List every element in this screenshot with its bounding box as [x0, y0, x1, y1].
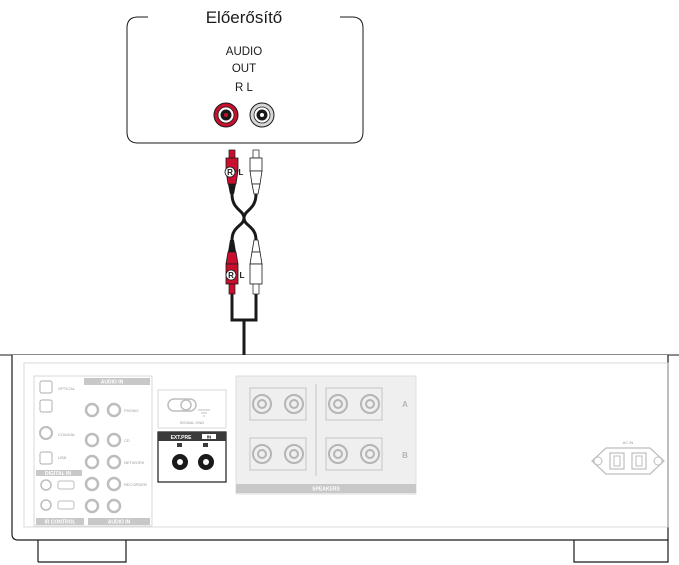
- audio-out-label-line2: OUT: [232, 63, 256, 75]
- phono-label: PHONO: [124, 408, 139, 413]
- ac-in-label: AC IN: [623, 440, 634, 445]
- plug-l-letter-upper: L: [239, 168, 244, 177]
- input-section: AUDIO IN DIGITAL IN IR CONTROL AUDIO IN …: [33, 375, 153, 527]
- speakers-label: SPEAKERS: [312, 487, 340, 493]
- preamp-title: Előerősítő: [206, 8, 283, 27]
- audio-in-header: AUDIO IN: [101, 380, 124, 386]
- speaker-terminals: SPEAKERS A B: [235, 375, 417, 495]
- audio-out-label-line3: R L: [235, 82, 254, 94]
- audio-out-label-line1: AUDIO: [226, 46, 262, 58]
- recorder-label: RECORDER: [124, 482, 147, 487]
- amp-foot-right: [573, 540, 669, 563]
- speaker-b-label: B: [402, 451, 408, 460]
- ir-jack-2: [40, 499, 52, 511]
- plug-r-letter-upper: R: [227, 168, 233, 177]
- signal-gnd-terminal: SIGNAL GND: [157, 389, 227, 429]
- coaxial-label: COAXIAL: [58, 432, 76, 437]
- ext-pre-in-terminal: EXT.PRE IN: [157, 431, 227, 483]
- plug-r-badge-lower: [225, 269, 237, 281]
- plug-r-letter-lower: R: [228, 271, 234, 280]
- plug-l-letter-lower: L: [240, 271, 245, 280]
- usb-port: [39, 451, 53, 465]
- ext-pre-in-label: IN: [207, 435, 212, 440]
- speaker-a-label: A: [402, 400, 408, 409]
- ac-inlet: AC IN: [591, 440, 665, 475]
- amp-foot-left: [37, 540, 127, 563]
- digital-in-header: DIGITAL IN: [45, 471, 71, 477]
- optical-label: OPTICAL: [58, 386, 76, 391]
- network-label: NETWORK: [124, 460, 145, 465]
- amplifier-device: AUDIO IN DIGITAL IN IR CONTROL AUDIO IN …: [0, 354, 679, 563]
- signal-gnd-label: SIGNAL GND: [180, 420, 205, 425]
- preamp-device: Előerősítő AUDIO OUT R L: [126, 8, 364, 144]
- cd-label: CD: [124, 438, 130, 443]
- preamp-outline: [126, 16, 364, 144]
- usb-label: USB: [58, 455, 67, 460]
- ir-jack-1: [40, 479, 52, 491]
- lower-plug-red: [225, 240, 239, 295]
- ir-control-header: IR CONTROL: [44, 520, 75, 526]
- ext-pre-label: EXT.PRE: [171, 435, 193, 441]
- optical-port-1: [39, 380, 53, 394]
- plug-r-badge-upper: [224, 166, 236, 178]
- audio-in-bottom-header: AUDIO IN: [108, 520, 131, 526]
- rca-jack-right: [213, 102, 239, 128]
- optical-port-2: [39, 399, 53, 413]
- lower-plug-white: [249, 239, 263, 295]
- upper-plug-white: [249, 149, 263, 195]
- coaxial-port: [39, 426, 53, 440]
- rca-jack-left: [249, 102, 275, 128]
